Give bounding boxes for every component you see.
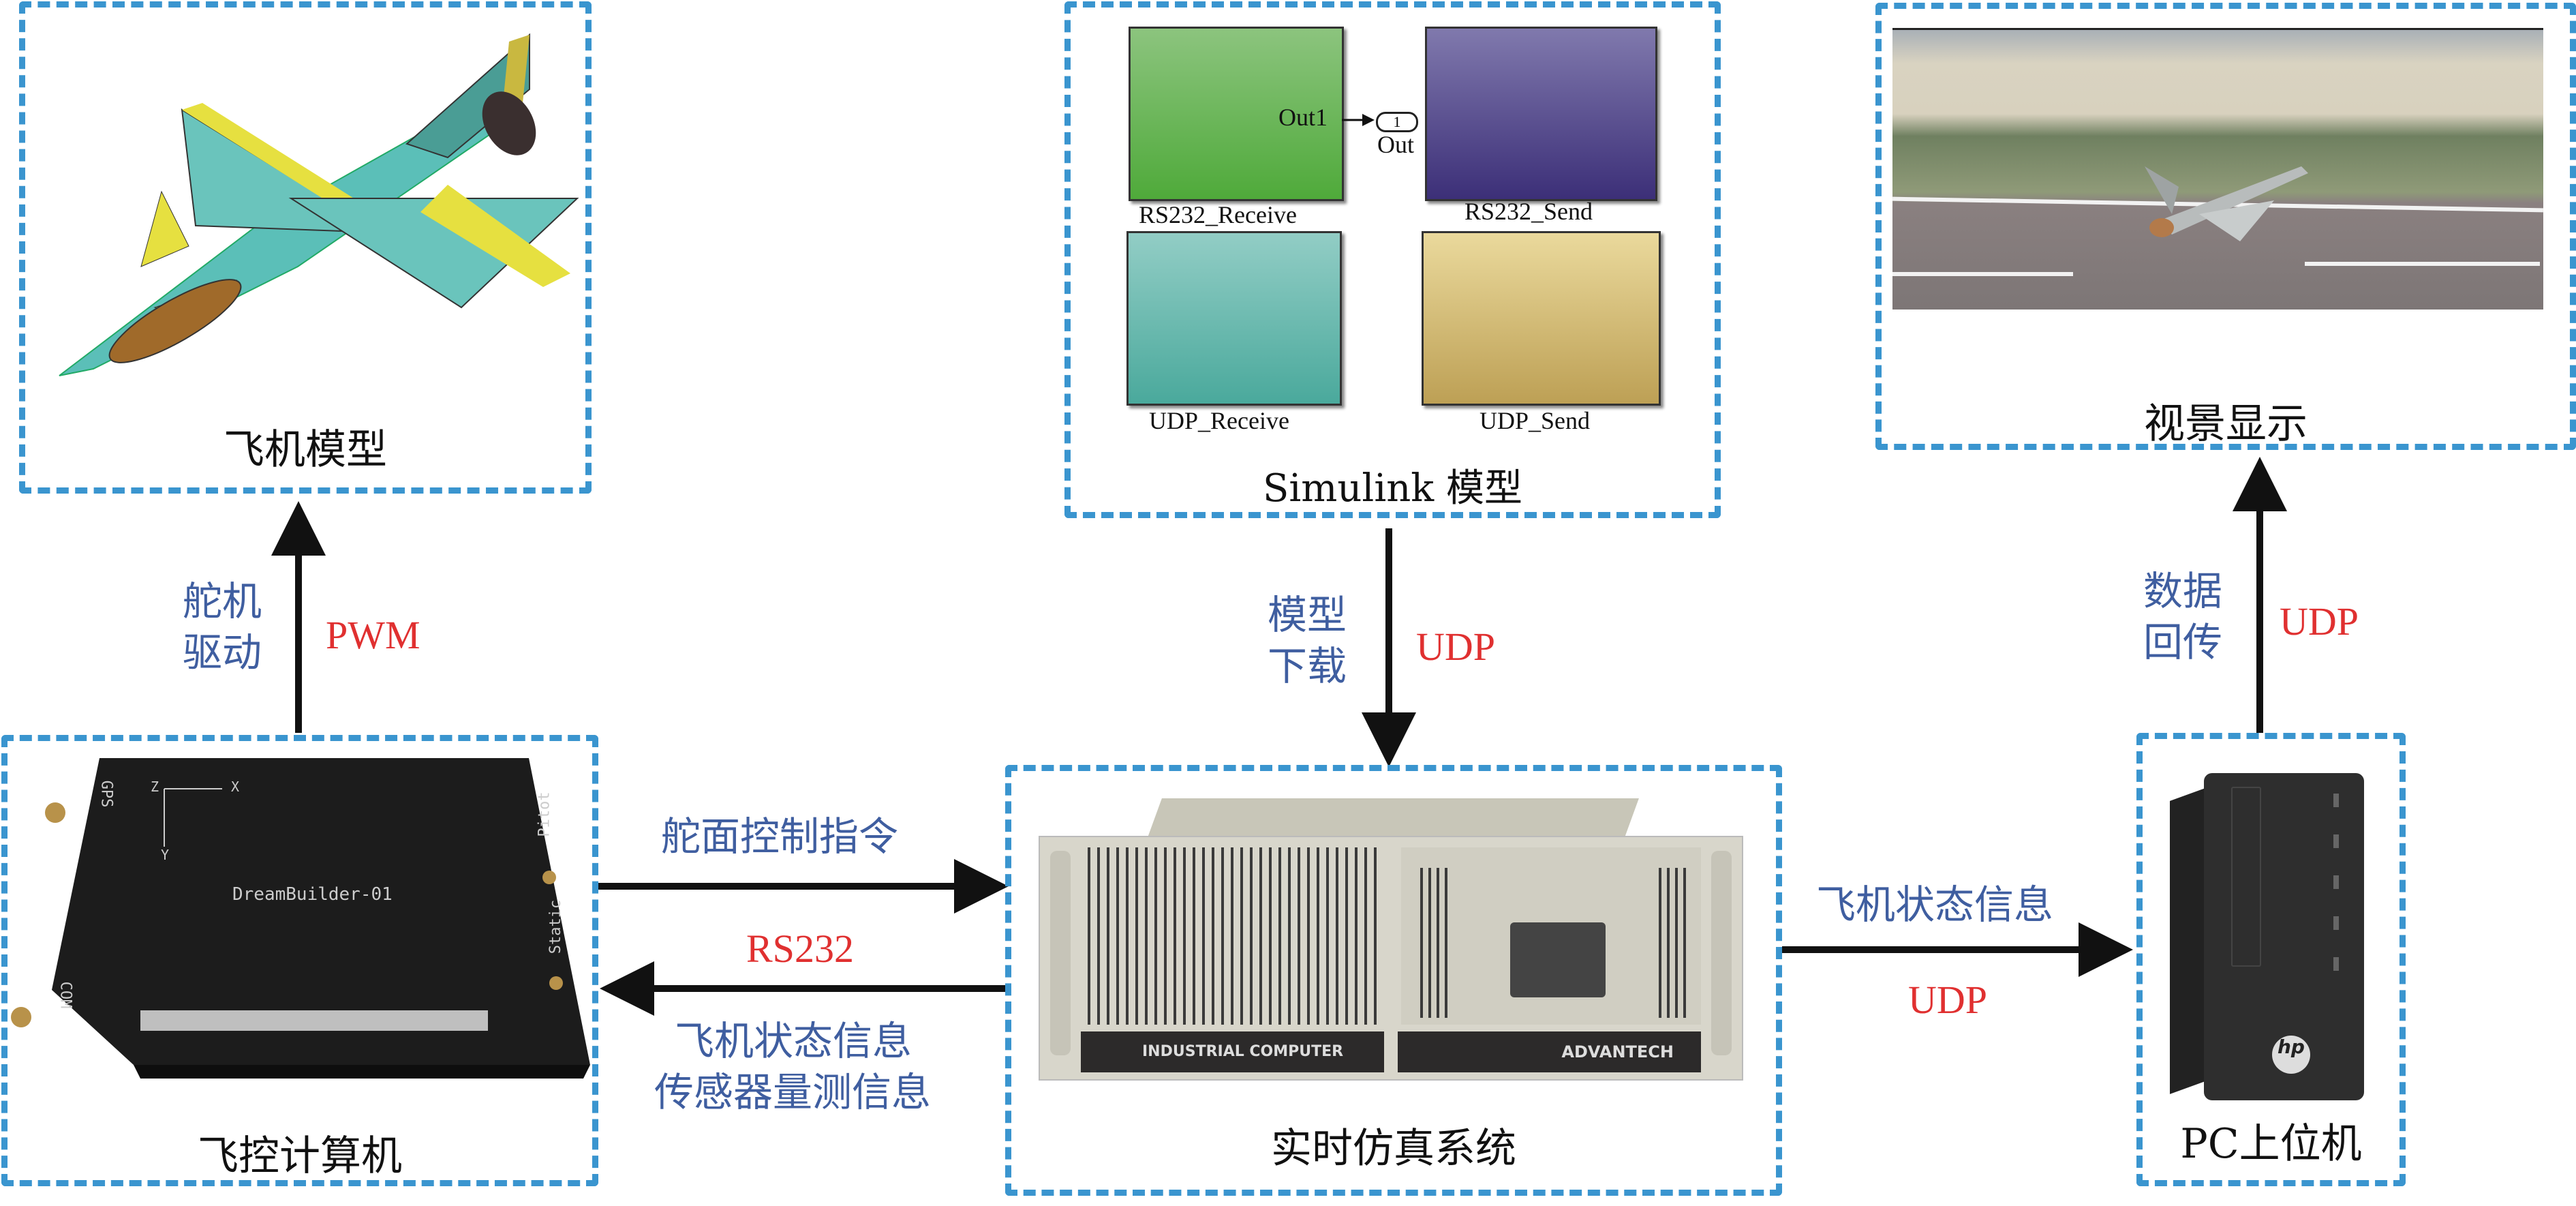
feedback-protocol: UDP <box>2280 599 2359 644</box>
aircraft-model-box: 飞机模型 <box>19 1 592 494</box>
visual-display-box: 视景显示 <box>1875 3 2576 450</box>
download-protocol: UDP <box>1416 624 1496 669</box>
outport-block[interactable]: 1 <box>1376 112 1418 132</box>
port-out1-label: Out1 <box>1278 104 1328 131</box>
flight-computer-caption: 飞控计算机 <box>198 1132 402 1180</box>
block-rs232-receive[interactable] <box>1129 27 1344 201</box>
servo-medium-line1: 舵机 <box>183 578 262 624</box>
signal-arrow <box>1342 114 1375 126</box>
axis-z: Z <box>151 779 159 795</box>
block-rs232-receive-label: RS232_Receive <box>1139 201 1297 228</box>
axis-x: X <box>231 779 240 795</box>
industrial-computer-image: INDUSTRIAL COMPUTER ADVANTECH <box>1039 798 1743 1085</box>
state-back-line1: 飞机状态信息 <box>675 1018 913 1064</box>
download-medium-line1: 模型 <box>1268 592 1347 638</box>
serial-protocol: RS232 <box>746 926 854 971</box>
feedback-medium-line2: 回传 <box>2143 619 2223 665</box>
feedback-medium-line1: 数据 <box>2143 568 2223 614</box>
block-udp-receive[interactable] <box>1126 231 1342 406</box>
aircraft-model-image <box>59 33 579 376</box>
control-cmd-label: 舵面控制指令 <box>661 813 899 860</box>
state-back-line2: 传感器量测信息 <box>654 1069 932 1115</box>
axis-y: Y <box>161 847 170 863</box>
block-rs232-send-label: RS232_Send <box>1465 198 1593 225</box>
realtime-system-caption: 实时仿真系统 <box>1271 1125 1516 1173</box>
visual-scene-image <box>1892 28 2543 310</box>
download-medium-line2: 下载 <box>1268 643 1347 689</box>
hp-logo: hp <box>2272 1036 2310 1074</box>
to-pc-protocol: UDP <box>1908 978 1988 1022</box>
port-static: Static <box>547 899 565 954</box>
port-com: COM <box>57 981 74 1009</box>
block-udp-send-label: UDP_Send <box>1479 407 1591 434</box>
to-pc-medium: 飞机状态信息 <box>1816 881 2054 928</box>
visual-display-caption: 视景显示 <box>2144 400 2307 448</box>
port-pitot: Pitot <box>536 792 553 837</box>
block-udp-send[interactable] <box>1422 231 1661 406</box>
servo-protocol: PWM <box>326 613 420 657</box>
pc-host-caption: PC上位机 <box>2180 1120 2362 1168</box>
simulink-model-caption: Simulink 模型 <box>1262 466 1523 511</box>
outport-label: Out <box>1377 131 1414 158</box>
servo-medium-line2: 驱动 <box>183 629 262 676</box>
port-gps: GPS <box>97 780 115 808</box>
device-text: INDUSTRIAL COMPUTER <box>1081 1031 1384 1072</box>
aircraft-model-caption: 飞机模型 <box>224 426 387 474</box>
device-label: DreamBuilder-01 <box>232 884 393 905</box>
realtime-system-box: INDUSTRIAL COMPUTER ADVANTECH 实时仿真系统 <box>1005 765 1782 1196</box>
flight-computer-box: Z X Y GPS Pitot Static COM DreamBuilder-… <box>1 735 598 1186</box>
brand-text: ADVANTECH <box>1398 1031 1701 1072</box>
block-rs232-send[interactable] <box>1425 27 1657 201</box>
pc-host-box: hp PC上位机 <box>2136 733 2406 1186</box>
block-udp-receive-label: UDP_Receive <box>1149 407 1289 434</box>
pc-tower-image: hp <box>2170 773 2374 1100</box>
flight-computer-image <box>11 758 590 1079</box>
simulink-model-box: Out1 RS232_Receive 1 Out RS232_Send UDP_… <box>1064 1 1721 518</box>
